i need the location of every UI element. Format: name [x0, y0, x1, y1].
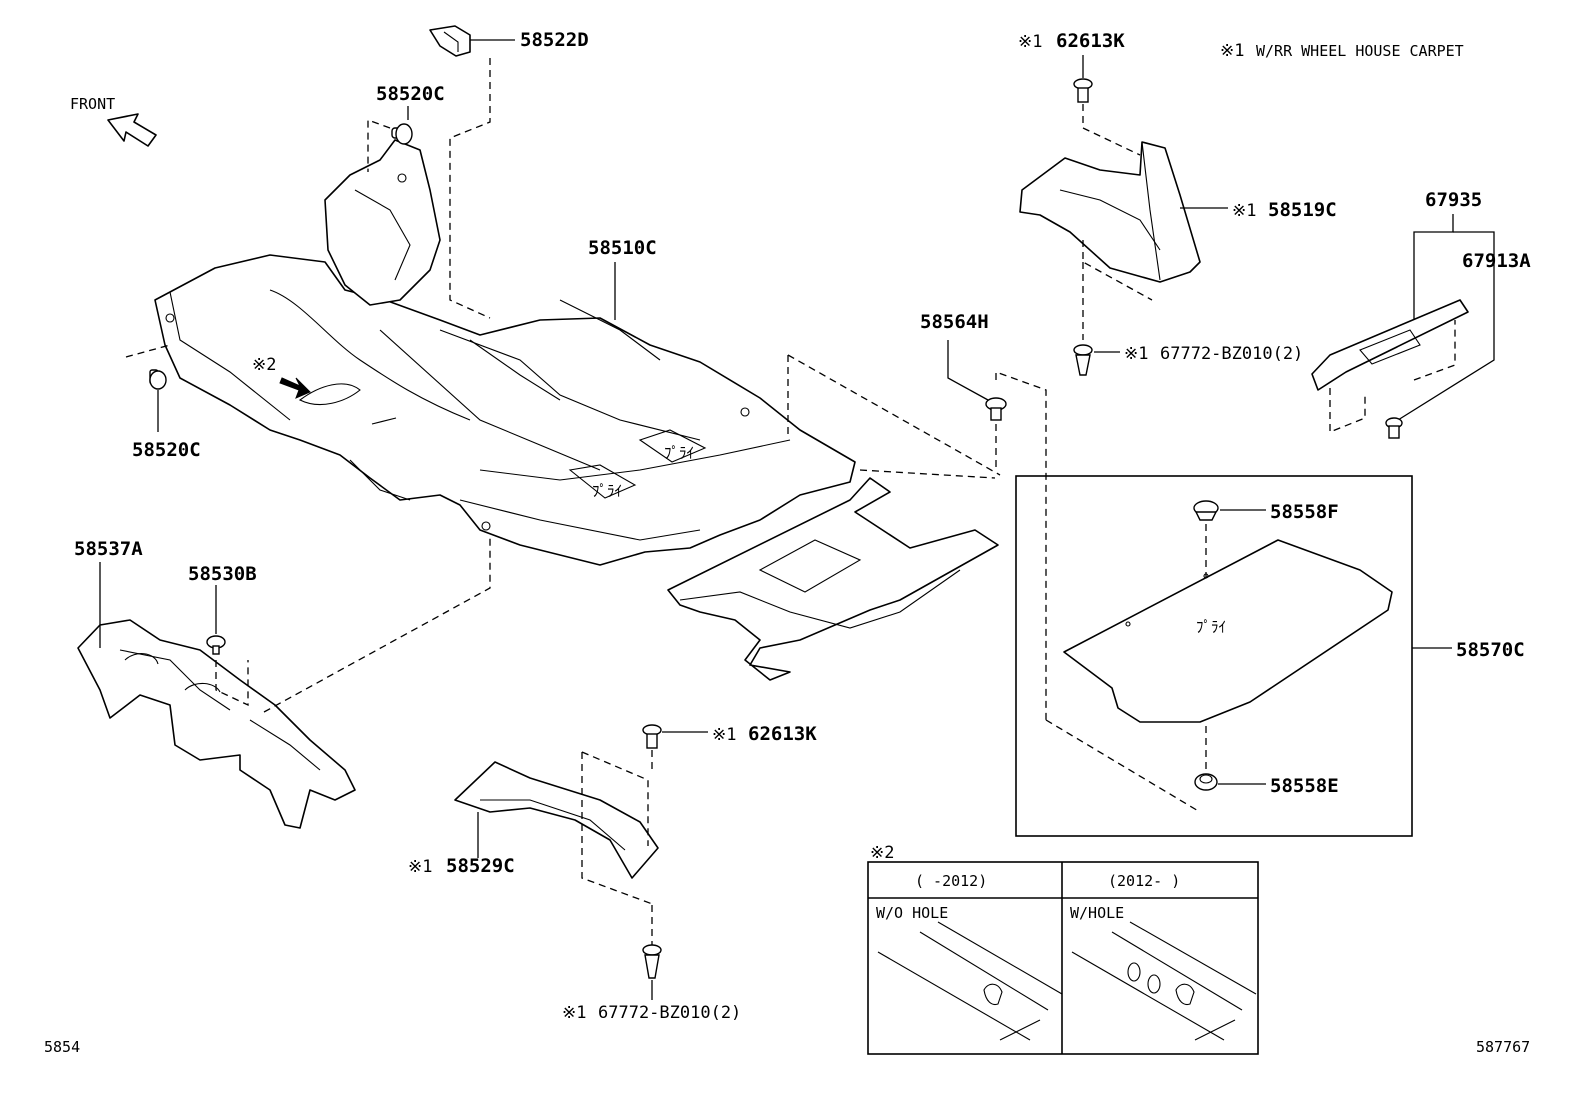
label-58564H: 58564H — [920, 311, 989, 333]
table-header-left: ( -2012) — [915, 872, 987, 890]
floor-carpet-58510C: ﾌﾟﾗｲ ﾌﾟﾗｲ — [154, 254, 856, 566]
clip-58558E — [1194, 773, 1218, 791]
label-67935: 67935 — [1425, 189, 1482, 211]
clip-62613K-bottom — [642, 724, 662, 749]
svg-text:ﾌﾟﾗｲ: ﾌﾟﾗｲ — [664, 444, 694, 462]
clip-58564H — [985, 397, 1007, 421]
label-67772-bottom: 67772-BZ010(2) — [598, 1003, 741, 1023]
scuff-plate-67913A — [1311, 299, 1469, 391]
label-58570C: 58570C — [1456, 639, 1525, 661]
rear-wheel-house-carpet-58519C — [1019, 141, 1201, 283]
label-58520C-top: 58520C — [376, 83, 445, 105]
mark1-62613K-bottom: ※1 — [712, 725, 736, 745]
clip-58558F — [1193, 500, 1219, 521]
clip-67772-bottom — [642, 944, 662, 979]
mark2-callout: ※2 — [252, 355, 276, 375]
mark1-58529C: ※1 — [408, 857, 432, 877]
label-58510C: 58510C — [588, 237, 657, 259]
clip-67913A — [1385, 417, 1403, 439]
mark1-67772-top: ※1 — [1124, 344, 1148, 364]
label-58522D: 58522D — [520, 29, 589, 51]
detail-table: ( -2012) (2012- ) W/O HOLE W/HOLE — [867, 861, 1259, 1055]
clip-58520C-top — [391, 123, 413, 145]
svg-text:ﾌﾟﾗｲ: ﾌﾟﾗｲ — [1196, 618, 1226, 636]
table-header-right: (2012- ) — [1108, 872, 1180, 890]
mark2-table-label: ※2 — [870, 843, 894, 863]
clip-58520C-left — [149, 369, 167, 390]
table-cell-left-label: W/O HOLE — [876, 904, 948, 922]
front-arrow-icon — [107, 113, 157, 147]
wheel-house-carpet-58529C — [454, 761, 659, 879]
mark1-67772-bottom: ※1 — [562, 1003, 586, 1023]
bracket-58522D — [429, 25, 471, 57]
label-58537A: 58537A — [74, 538, 143, 560]
label-58558F: 58558F — [1270, 501, 1339, 523]
page-code-left: 5854 — [44, 1038, 80, 1056]
label-67913A: 67913A — [1462, 250, 1531, 272]
clip-62613K-top — [1073, 78, 1093, 103]
clip-67772-top — [1073, 344, 1093, 376]
label-62613K-bottom: 62613K — [748, 723, 817, 745]
label-62613K-top: 62613K — [1056, 30, 1125, 52]
label-58558E: 58558E — [1270, 775, 1339, 797]
label-58519C: 58519C — [1268, 199, 1337, 221]
mark1-58519C: ※1 — [1232, 201, 1256, 221]
label-67772-top: 67772-BZ010(2) — [1160, 344, 1303, 364]
arrow-icon — [279, 377, 311, 399]
luggage-mat-box — [1015, 475, 1413, 837]
label-58520C-left: 58520C — [132, 439, 201, 461]
note-wheel-house-carpet: W/RR WHEEL HOUSE CARPET — [1256, 42, 1464, 60]
svg-text:ﾌﾟﾗｲ: ﾌﾟﾗｲ — [592, 482, 622, 500]
clip-58530B — [206, 635, 226, 655]
insulator-58537A — [77, 619, 356, 829]
luggage-mat-58570C: ﾌﾟﾗｲ — [1063, 539, 1393, 723]
front-label: FRONT — [70, 95, 115, 113]
mark1-note: ※1 — [1220, 41, 1244, 61]
page-code-right: 587767 — [1476, 1038, 1530, 1056]
rear-mat-65371-B0020 — [667, 477, 999, 681]
label-58529C: 58529C — [446, 855, 515, 877]
floor-carpet-front-section — [324, 139, 441, 306]
label-58530B: 58530B — [188, 563, 257, 585]
table-cell-right-label: W/HOLE — [1070, 904, 1124, 922]
mark1-62613K-top: ※1 — [1018, 32, 1042, 52]
